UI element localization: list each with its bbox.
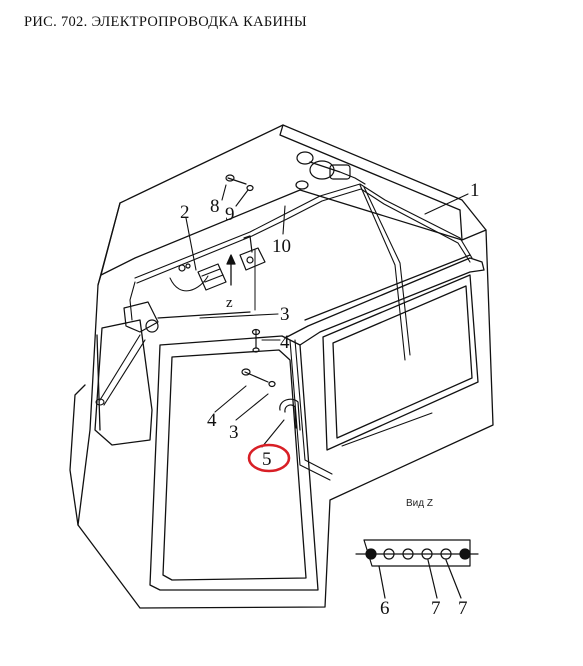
highlight-circle	[247, 443, 291, 473]
wiring-harness	[129, 183, 473, 481]
rear-wiper	[95, 334, 146, 406]
wiper-motor-assembly	[295, 151, 366, 190]
callout-4-upper: 4	[280, 332, 290, 353]
grab-handle	[279, 398, 301, 431]
view-direction-arrow	[226, 254, 236, 286]
callout-1: 1	[470, 180, 480, 201]
cab-lamp	[123, 301, 251, 333]
windshield	[322, 274, 479, 451]
view-z-panel	[355, 539, 479, 599]
side-window	[94, 319, 153, 446]
callout-10: 10	[272, 236, 291, 257]
fuse-block	[178, 263, 227, 291]
door-frame	[149, 335, 319, 591]
roof-rim	[284, 254, 485, 346]
callout-9: 9	[225, 204, 235, 225]
bolt-3-4-door	[241, 328, 276, 388]
view-z-callouts: 6 7 7	[380, 598, 468, 619]
callout-7-left: 7	[431, 598, 441, 619]
callout-6: 6	[380, 598, 390, 619]
callout-7-right: 7	[458, 598, 468, 619]
switch-cluster	[239, 235, 266, 271]
callout-3-lower: 3	[229, 422, 239, 443]
callout-3-upper: 3	[280, 304, 290, 325]
cab-body	[69, 124, 494, 609]
callout-2: 2	[180, 202, 190, 223]
callout-4-lower: 4	[207, 410, 217, 431]
callout-labels: 1 2 3 4 4 3 5 8 9 10	[180, 180, 480, 470]
view-z-label: Вид Z	[406, 498, 433, 509]
callout-5: 5	[262, 449, 272, 470]
leader-lines	[185, 184, 469, 448]
figure-title: РИС. 702. ЭЛЕКТРОПРОВОДКА КАБИНЫ	[24, 14, 307, 30]
callout-8: 8	[210, 196, 220, 217]
bolt-8-9	[225, 174, 254, 192]
view-direction-label: z	[226, 295, 233, 311]
